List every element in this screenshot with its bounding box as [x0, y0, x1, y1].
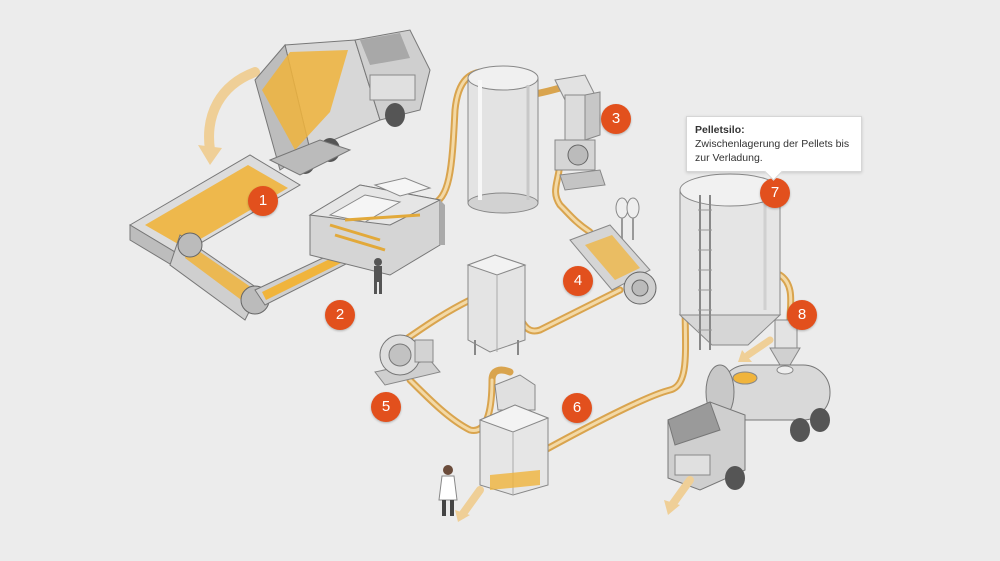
marker-1-receiving[interactable]: 1 [248, 186, 278, 216]
lab-worker-figure [438, 465, 458, 516]
receiving-hopper [129, 154, 301, 321]
tooltip-text: Zwischenlagerung der Pellets bis zur Ver… [695, 138, 850, 164]
worker-figure [374, 258, 382, 294]
tooltip-title: Pelletsilo: [695, 124, 745, 136]
marker-5-fan[interactable]: 5 [371, 392, 401, 422]
hammer-mill [554, 74, 606, 191]
pellet-cooler [455, 374, 550, 522]
intermediate-silo [467, 65, 539, 214]
pipe-mill-to-press [552, 156, 594, 236]
dump-arrow-head [198, 145, 222, 165]
loading-unit [738, 319, 801, 366]
pellet-silo [678, 173, 782, 350]
marker-7-pellet-silo[interactable]: 7 [760, 178, 790, 208]
dump-arrow [204, 67, 260, 155]
marker-3-hammer-mill[interactable]: 3 [601, 104, 631, 134]
marker-4-pellet-press[interactable]: 4 [563, 266, 593, 296]
marker-8-loading[interactable]: 8 [787, 300, 817, 330]
fan-unit [374, 334, 441, 386]
pellet-silo-tooltip: Pelletsilo: Zwischenlagerung der Pellets… [686, 116, 862, 172]
tanker-truck [664, 364, 831, 515]
marker-6-cooler[interactable]: 6 [562, 393, 592, 423]
belt-dryer [308, 177, 445, 276]
pellet-press [569, 197, 657, 305]
pipe-press-to-cyclone [511, 286, 624, 335]
dump-truck [254, 29, 431, 176]
cyclone [466, 254, 527, 355]
marker-2-dryer[interactable]: 2 [325, 300, 355, 330]
